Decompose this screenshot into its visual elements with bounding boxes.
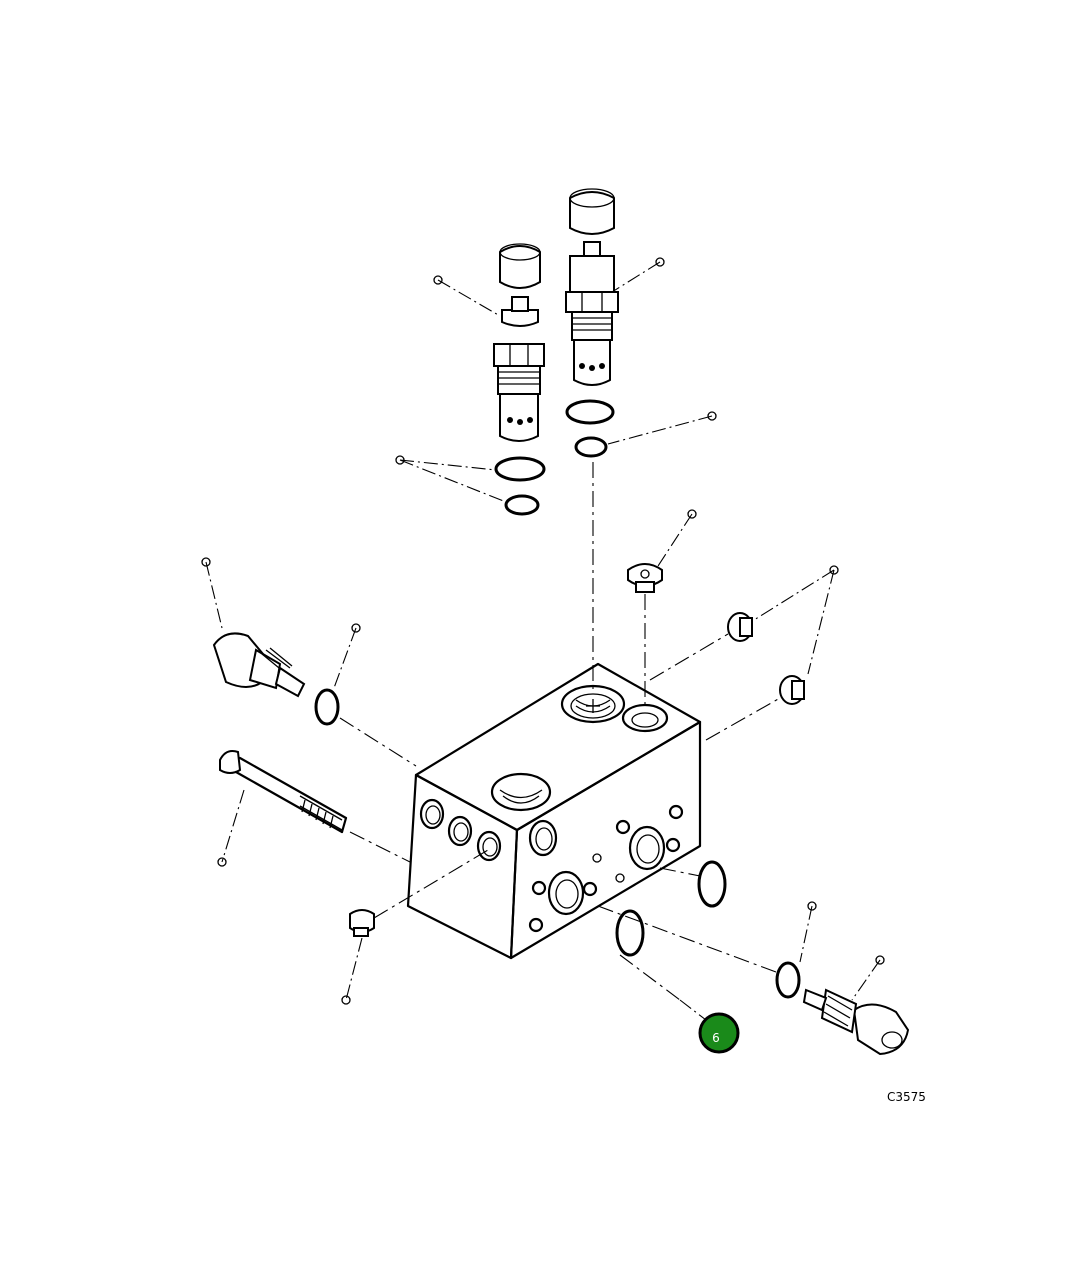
relief-valve-left bbox=[212, 632, 340, 726]
cartridge-valve-left bbox=[493, 243, 546, 516]
o-ring-bottom bbox=[615, 909, 645, 957]
figure-reference: C3575 bbox=[887, 1090, 926, 1104]
leader-lines bbox=[201, 257, 885, 1021]
relief-valve-right bbox=[775, 961, 910, 1056]
callout-label: 6 bbox=[712, 1031, 720, 1045]
callout-6[interactable]: 6 bbox=[698, 1012, 740, 1054]
cartridge-valve-right bbox=[565, 188, 619, 458]
plug-bottom-left bbox=[349, 909, 375, 937]
o-ring-right bbox=[697, 860, 727, 908]
valve-block bbox=[406, 662, 702, 960]
bolt bbox=[219, 750, 348, 834]
plug-top bbox=[627, 563, 663, 593]
plug-right-upper bbox=[727, 612, 753, 642]
plug-right-lower bbox=[779, 675, 805, 705]
callout-circle[interactable] bbox=[698, 1012, 740, 1054]
